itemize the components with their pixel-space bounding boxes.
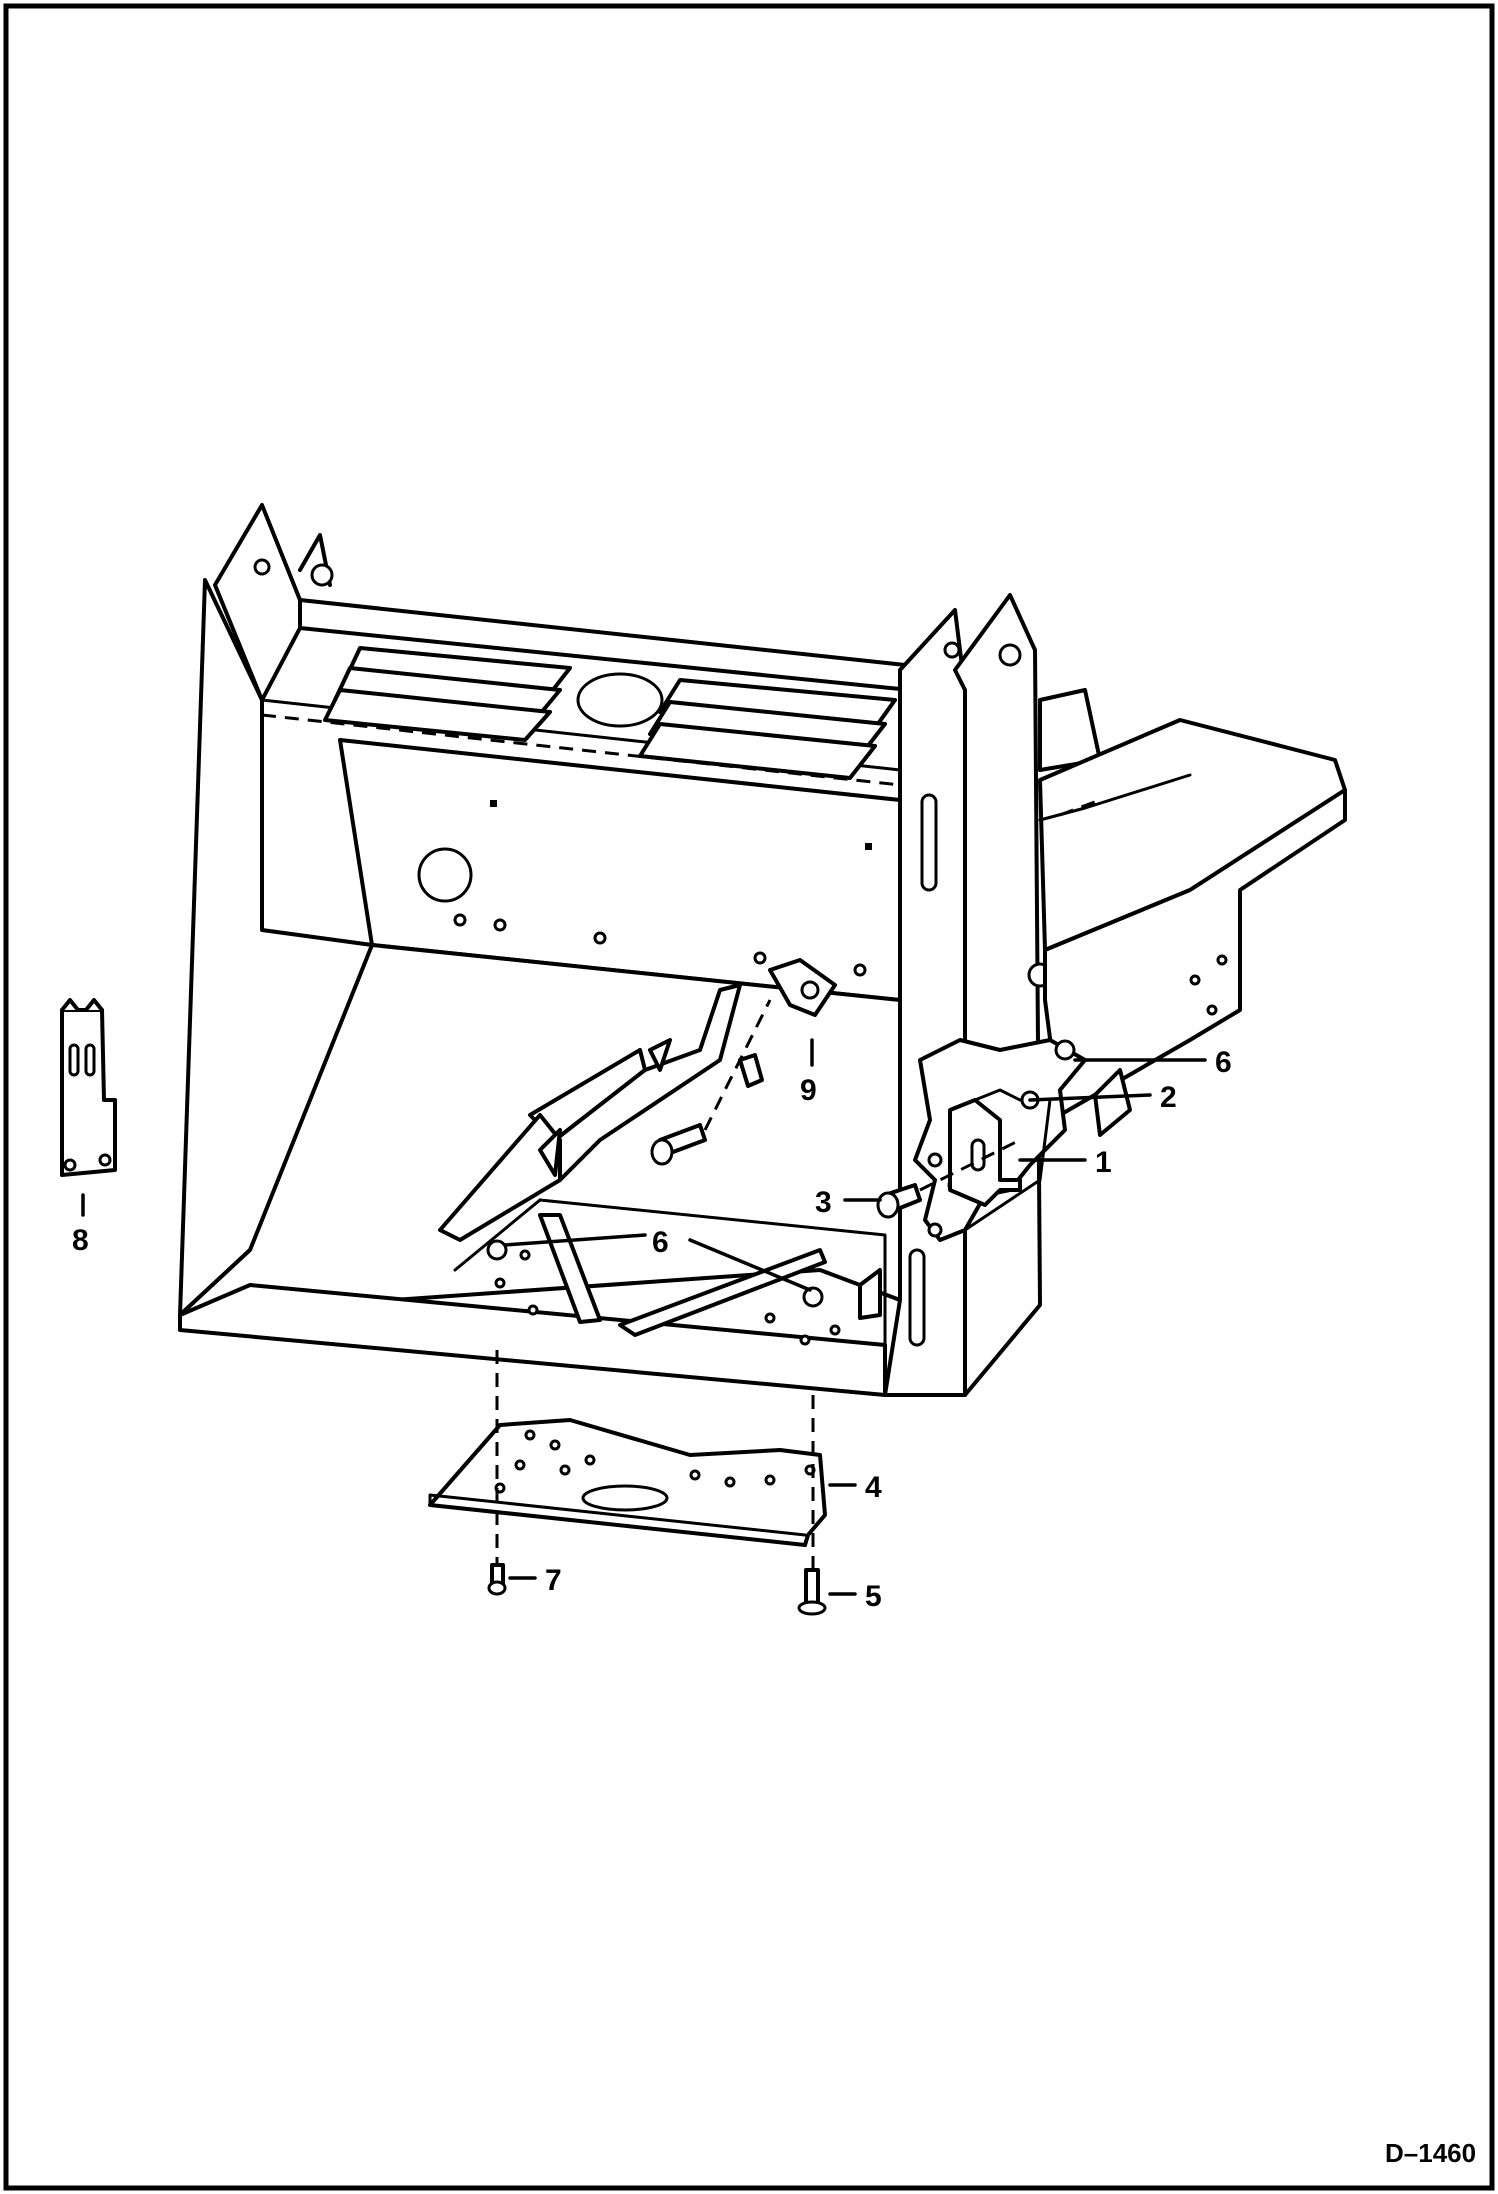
drawing-reference: D–1460 xyxy=(1385,2138,1476,2168)
part-9-clip xyxy=(650,958,837,1166)
top-center-hole xyxy=(576,672,664,728)
callout-6-top: 6 xyxy=(1215,1046,1232,1079)
callout-7: 7 xyxy=(545,1564,562,1597)
rear-wall-dot-1 xyxy=(453,913,467,927)
part-1-bracket xyxy=(948,1088,1022,1207)
callout-6-floor: 6 xyxy=(652,1226,669,1259)
floor-hole-left xyxy=(486,1239,508,1261)
part-8-bracket xyxy=(60,998,117,1177)
cutaway-hole-1 xyxy=(927,1152,943,1168)
floor-diagonal-1 xyxy=(453,1198,542,1272)
left-upright-post xyxy=(213,503,302,702)
grille-slot-left-3 xyxy=(323,688,552,742)
plate-dot-1 xyxy=(524,1429,536,1441)
right-post-hole-2 xyxy=(998,643,1022,667)
floor-dot-5 xyxy=(799,1334,811,1346)
arm-dot-2 xyxy=(1189,974,1201,986)
cutaway-washer xyxy=(1054,1039,1076,1061)
rear-wall-dot-3 xyxy=(593,931,607,945)
callout-4: 4 xyxy=(865,1471,882,1504)
callout-9: 9 xyxy=(800,1074,817,1107)
plate-dot-7 xyxy=(724,1476,736,1488)
bolt-5-shank xyxy=(804,1568,820,1607)
clip-bolt-path xyxy=(703,999,772,1131)
rear-wall-dot-4 xyxy=(753,951,767,965)
channel-notch-1 xyxy=(648,1038,672,1072)
plate-center-hole xyxy=(581,1484,669,1512)
floor-dot-1 xyxy=(519,1249,531,1261)
leader-6-right xyxy=(688,1238,812,1292)
bolt-3-head xyxy=(876,1191,900,1219)
bolt-5-head xyxy=(797,1600,827,1616)
arm-dot-1 xyxy=(1216,954,1228,966)
right-post-hole xyxy=(943,641,961,659)
rear-wall-bolt-2 xyxy=(865,843,872,850)
right-post-slot-lower xyxy=(908,1248,926,1347)
mount-hole-2 xyxy=(98,1153,112,1167)
mount-hole-1 xyxy=(63,1158,77,1172)
plate-dot-8 xyxy=(764,1474,776,1486)
clip-bolt-head xyxy=(650,1138,674,1166)
floor-dot-4 xyxy=(764,1312,776,1324)
bolt-7-head xyxy=(487,1580,507,1596)
part-3-bolt xyxy=(876,1138,1021,1219)
leader-6-left xyxy=(503,1233,647,1247)
side-arm-hidden xyxy=(1059,798,1101,817)
rear-wall-bolt-1 xyxy=(490,800,497,807)
frame-assembly xyxy=(178,503,1347,1397)
rear-wall-dot-2 xyxy=(493,918,507,932)
left-post-hole-2 xyxy=(310,563,334,587)
floor-dot-2 xyxy=(494,1277,506,1289)
bracket-flange xyxy=(948,1088,1022,1112)
floor-tab xyxy=(858,1268,882,1320)
floor-dot-6 xyxy=(829,1324,841,1336)
plate-dot-2 xyxy=(549,1439,561,1451)
floor-rib-2 xyxy=(618,1248,827,1337)
callout-2: 2 xyxy=(1160,1081,1177,1114)
plate-body xyxy=(428,1418,827,1547)
floor-front-lip xyxy=(178,1283,887,1397)
clip-hole xyxy=(800,980,820,1000)
bolt-3-path xyxy=(919,1138,1021,1192)
left-post-hole xyxy=(253,558,271,576)
arm-dot-3 xyxy=(1206,1004,1218,1016)
part-7-bolt xyxy=(487,1563,507,1596)
grille-slot-right-3 xyxy=(638,722,877,780)
callout-1: 1 xyxy=(1095,1146,1112,1179)
rear-wall-dot-5 xyxy=(853,963,867,977)
plate-dot-5 xyxy=(559,1464,571,1476)
mount-bracket-forks xyxy=(60,998,104,1012)
right-post-slot-upper xyxy=(920,793,938,892)
floor-inner-edge xyxy=(538,1198,887,1347)
callout-8: 8 xyxy=(72,1224,89,1257)
plate-dot-6 xyxy=(689,1469,701,1481)
mount-bracket-body xyxy=(60,1008,117,1177)
plate-dot-4 xyxy=(514,1459,526,1471)
mount-slot-1 xyxy=(68,1043,80,1077)
floor-hole-right xyxy=(802,1286,824,1308)
channel-notch-2 xyxy=(538,1128,562,1177)
callout-3: 3 xyxy=(815,1186,832,1219)
floor-dot-3 xyxy=(527,1304,539,1316)
plate-edge xyxy=(428,1493,807,1537)
diagram-border xyxy=(3,3,1495,2191)
part-4-plate xyxy=(428,1418,827,1547)
cutaway-hole-3 xyxy=(927,1222,943,1238)
plate-dot-3 xyxy=(584,1454,596,1466)
callout-5: 5 xyxy=(865,1580,882,1613)
mount-slot-2 xyxy=(84,1043,96,1077)
side-arm-inner-edge xyxy=(1038,773,1192,822)
cutaway-tab xyxy=(1093,1068,1132,1137)
rear-wall-hole xyxy=(417,847,473,903)
cutaway-inner xyxy=(963,1098,1052,1232)
part-5-bolt xyxy=(797,1568,827,1616)
clip-spacer xyxy=(738,1053,764,1088)
leader-2 xyxy=(1028,1093,1152,1102)
bracket-slot xyxy=(970,1138,986,1172)
right-side-panel xyxy=(953,593,1042,1397)
